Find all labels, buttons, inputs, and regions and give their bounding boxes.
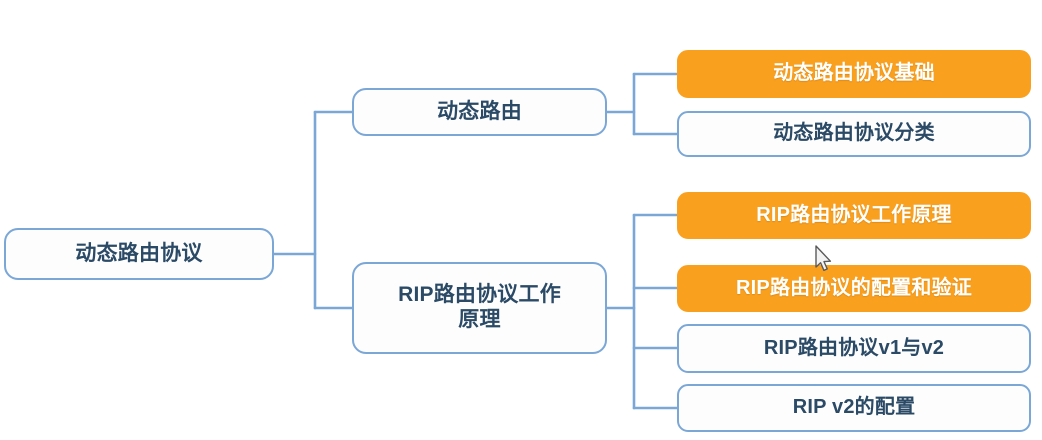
mindmap-leaf-dynamic-routing-classification[interactable]: 动态路由协议分类: [677, 111, 1031, 157]
node-label: 动态路由协议分类: [773, 122, 935, 145]
mindmap-leaf-rip-working-principle[interactable]: RIP路由协议工作原理: [677, 192, 1031, 239]
mindmap-leaf-rip-config-and-verification[interactable]: RIP路由协议的配置和验证: [677, 265, 1031, 312]
node-label: RIP路由协议工作 原理: [398, 283, 561, 331]
node-label: 动态路由协议基础: [773, 62, 935, 85]
node-label: RIP路由协议的配置和验证: [736, 276, 972, 299]
node-label: RIP v2的配置: [792, 396, 916, 419]
node-label: 动态路由协议: [75, 241, 203, 265]
mindmap-node-dynamic-routing[interactable]: 动态路由: [352, 88, 607, 136]
mindmap-leaf-rip-v1-and-v2[interactable]: RIP路由协议v1与v2: [677, 324, 1031, 373]
node-label: 动态路由: [437, 99, 522, 123]
node-label: RIP路由协议工作原理: [756, 203, 952, 226]
mindmap-leaf-rip-v2-config[interactable]: RIP v2的配置: [677, 384, 1031, 432]
mindmap-leaf-dynamic-routing-basics[interactable]: 动态路由协议基础: [677, 50, 1031, 98]
node-label: RIP路由协议v1与v2: [763, 336, 945, 359]
mindmap-node-rip-working-principle[interactable]: RIP路由协议工作 原理: [352, 262, 607, 354]
mindmap-node-root[interactable]: 动态路由协议: [4, 228, 274, 280]
